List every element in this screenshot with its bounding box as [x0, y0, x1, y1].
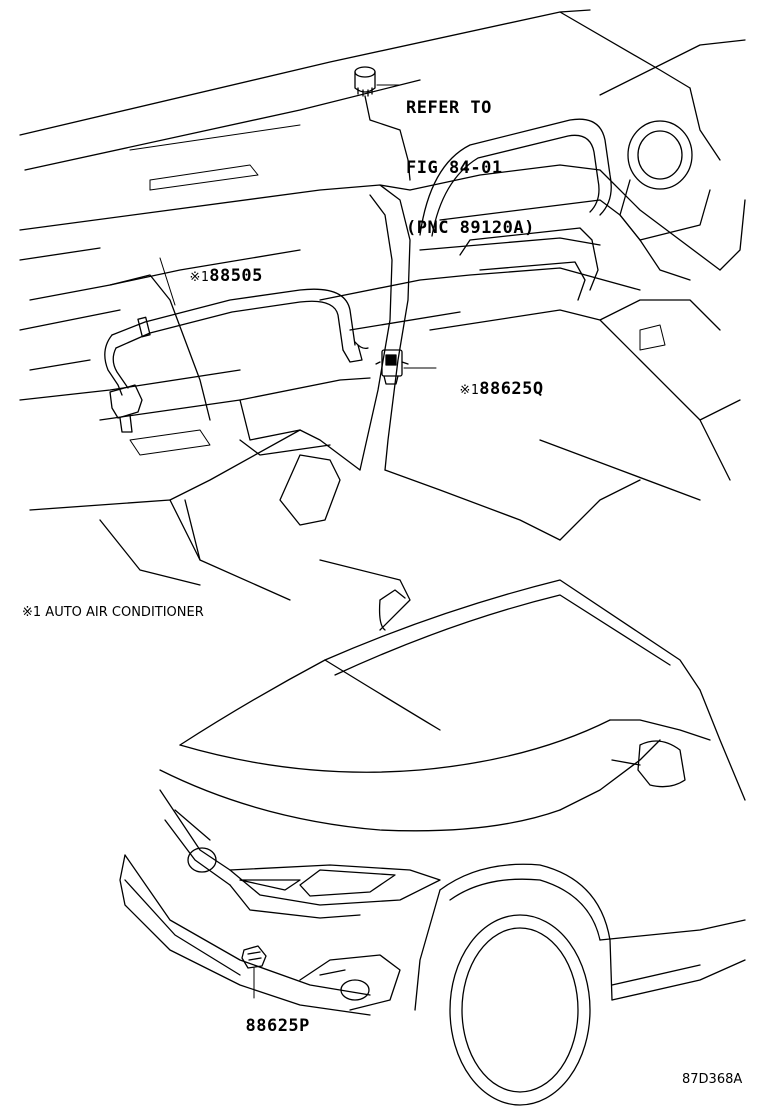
- part-number: 88505: [209, 266, 263, 286]
- part-mark: ※1: [189, 270, 210, 285]
- refer-note-line-3: (PNC 89120A): [406, 218, 535, 238]
- part-callout-88505[interactable]: ※188505: [168, 246, 263, 288]
- referenced-part-connector: [354, 66, 411, 181]
- footnote: ※1 AUTO AIR CONDITIONER: [22, 605, 204, 620]
- part-callout-88625Q[interactable]: ※188625Q: [438, 359, 544, 401]
- part-mark: ※1: [459, 383, 480, 398]
- part-number: 88625Q: [479, 379, 544, 399]
- refer-note: REFER TO FIG 84-01 (PNC 89120A): [406, 58, 535, 258]
- aspirator-hose-88505: [104, 288, 369, 433]
- leader-lines-top: [159, 84, 437, 369]
- refer-note-line-1: REFER TO: [406, 98, 492, 118]
- sensor-88625P: [241, 945, 267, 999]
- sensor-88625Q: [375, 349, 409, 385]
- refer-note-line-2: FIG 84-01: [406, 158, 503, 178]
- vehicle-front-drawing: [119, 579, 746, 1106]
- part-callout-88625P[interactable]: 88625P: [224, 996, 310, 1036]
- figure-code: 87D368A: [682, 1072, 743, 1087]
- instrument-panel-drawing: [19, 9, 746, 631]
- part-number: 88625P: [245, 1016, 310, 1036]
